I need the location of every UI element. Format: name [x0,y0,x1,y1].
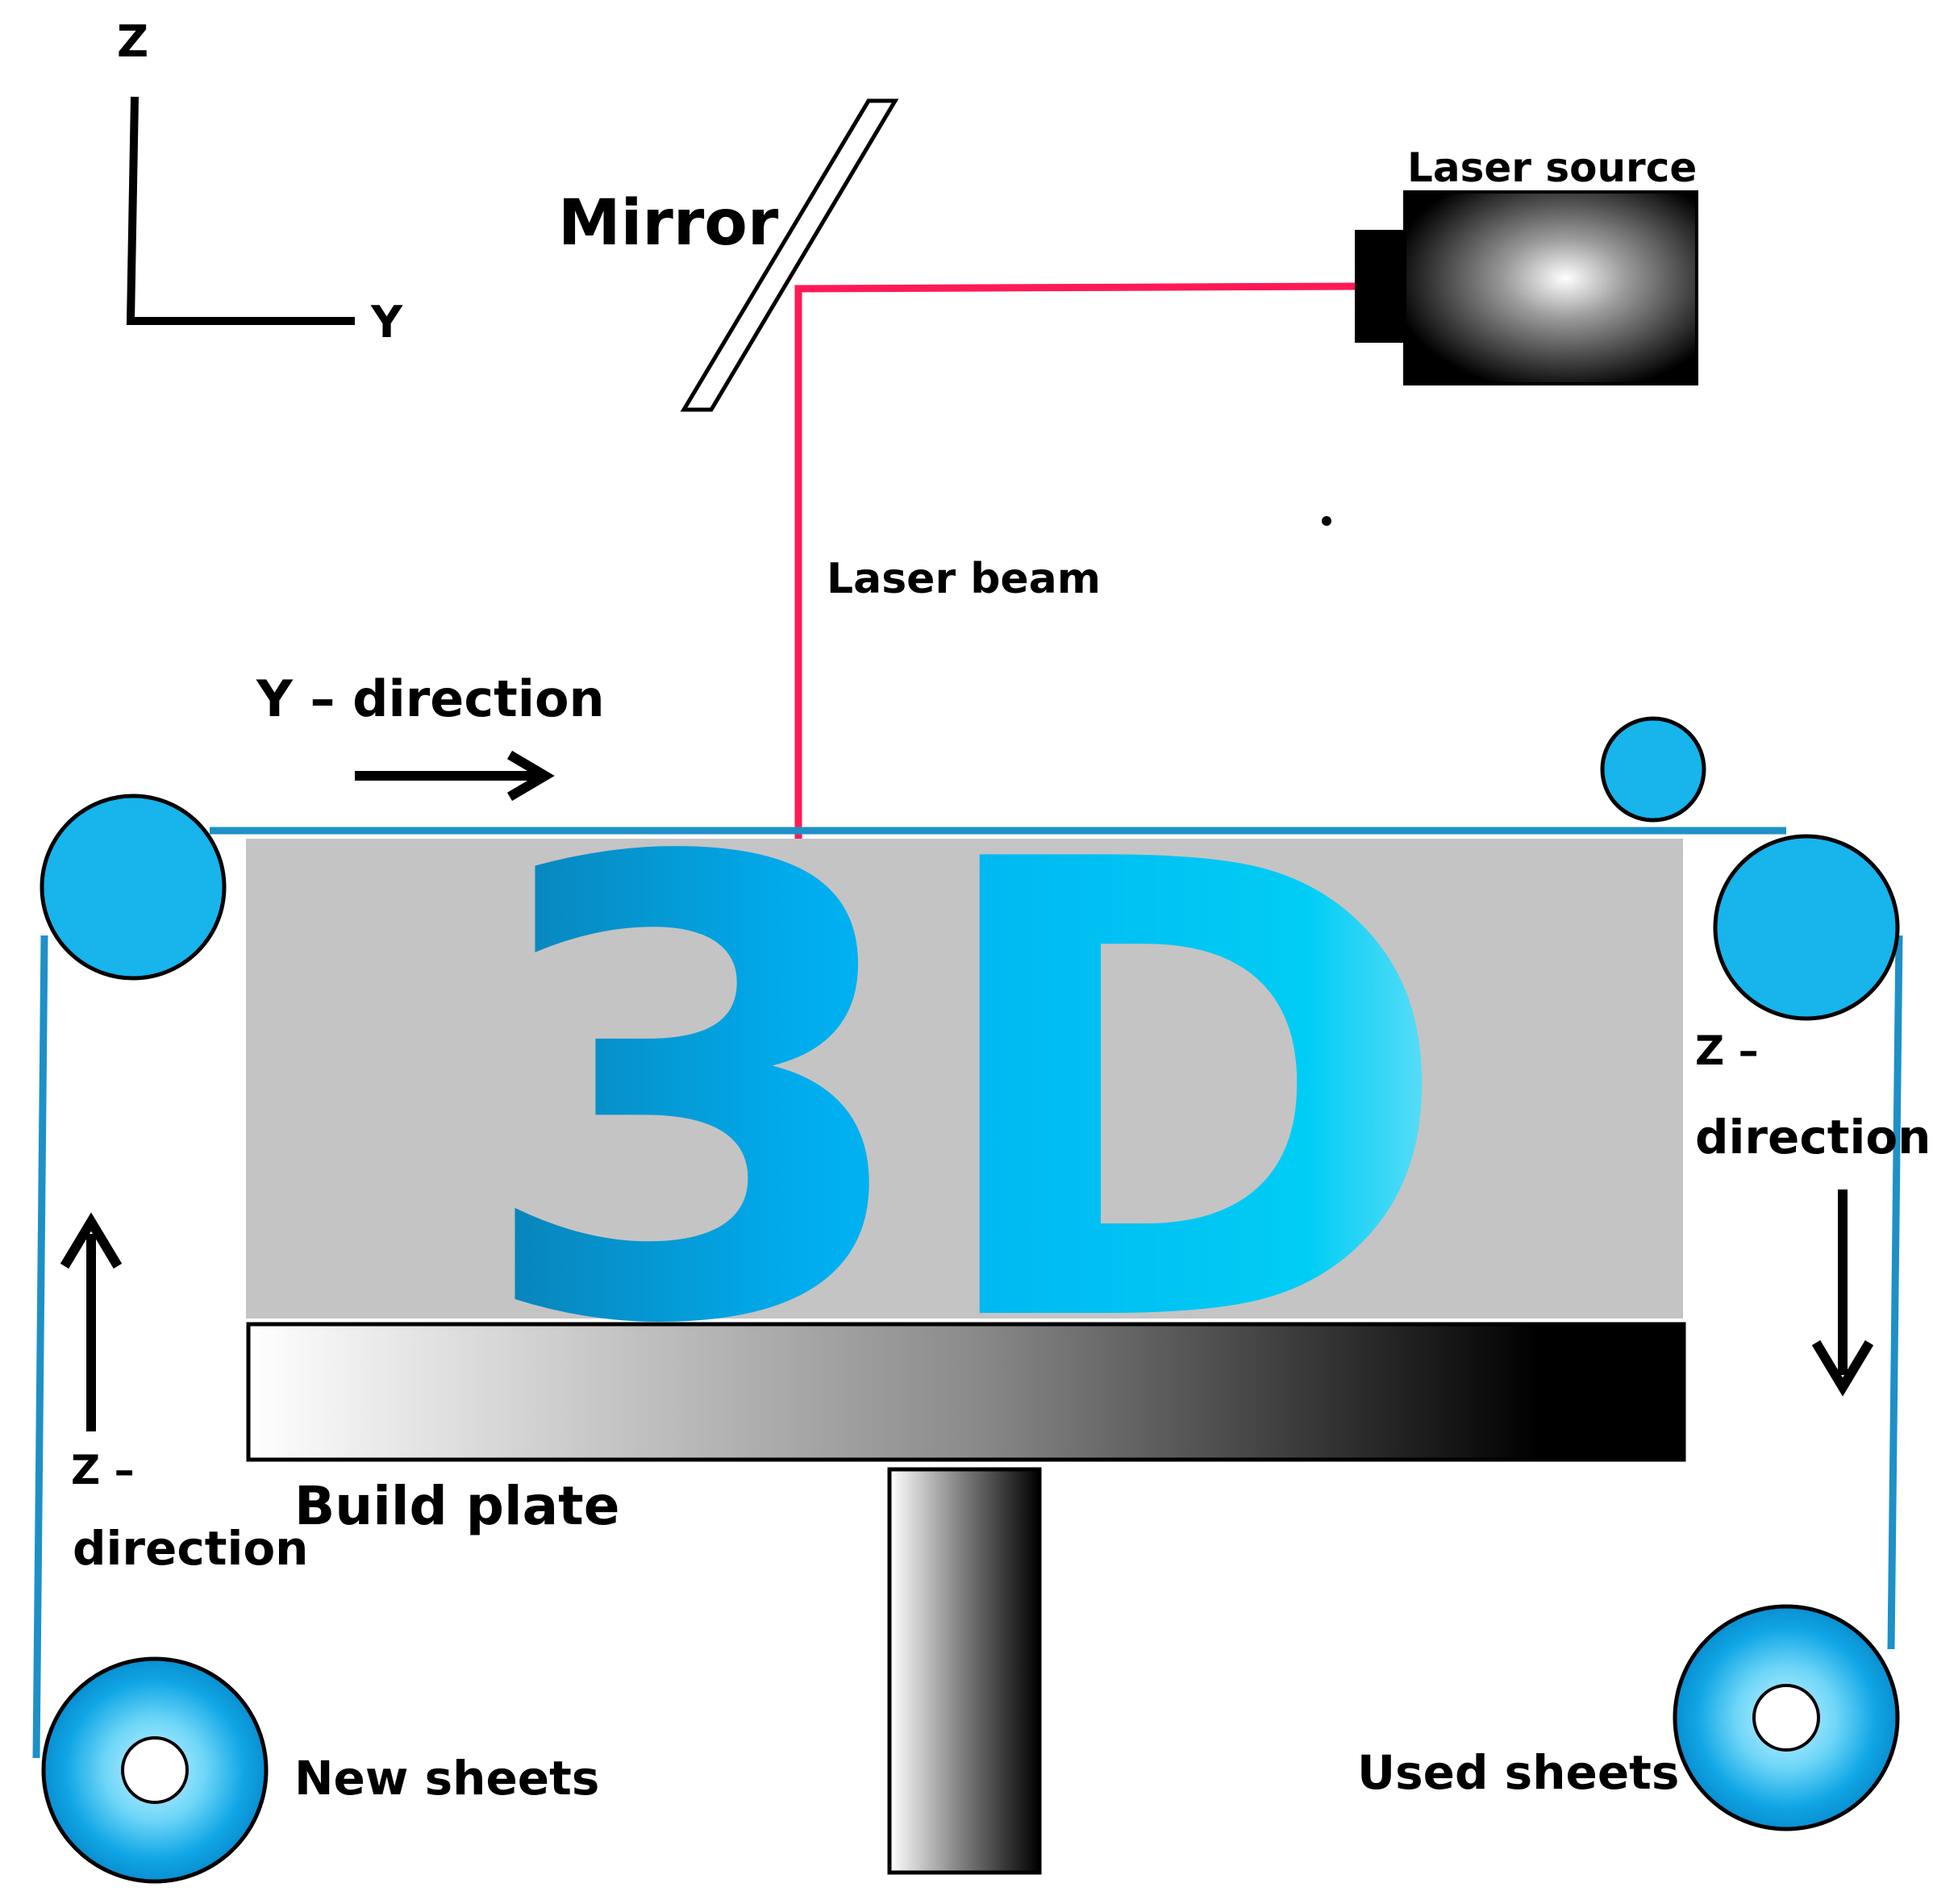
z-direction-left-line2: direction [73,1521,308,1576]
roller-right [1713,834,1900,1021]
y-axis-label: Y [370,297,403,348]
z-axis-label: Z [117,16,148,67]
mirror-label: Mirror [558,187,779,260]
roller-left [40,794,227,981]
axes-indicator: Z Y [117,16,403,348]
z-left-arrow-head [60,1212,123,1269]
laser-body [1403,190,1698,385]
laser-source: Laser source [1355,144,1698,385]
used-sheets-spool: Used sheets [1357,1604,1900,1831]
build-plate-label: Build plate [294,1475,619,1537]
used-sheets-label: Used sheets [1357,1745,1679,1800]
y-direction-arrow-head [506,750,555,802]
z-direction-left-line1: Z – [71,1447,135,1494]
sheet-left [32,935,48,1759]
sheet-feed [32,827,1903,1759]
mirror: Mirror [558,98,899,412]
used-sheets-hub [1752,1684,1820,1752]
laser-nozzle [1355,230,1405,343]
stray-dot [1322,516,1331,526]
build-plate-post [887,1467,1042,1875]
laser-beam-label: Laser beam [827,555,1101,603]
new-sheets-spool: New sheets [41,1656,599,1884]
z-direction-right: Z – direction [1695,1027,1931,1397]
pressure-roller [1600,716,1706,823]
build-plate: Build plate [246,1322,1686,1875]
laser-source-label: Laser source [1407,144,1697,191]
z-direction-left: Z – direction [60,1212,308,1576]
z-right-arrow-head [1811,1339,1874,1397]
y-direction-indicator: Y – direction [256,669,605,802]
z-direction-right-line2: direction [1695,1110,1931,1164]
part-block [246,839,1683,1319]
sheet-right [1887,935,1903,1650]
mirror-shape [680,98,899,412]
build-plate-shape [246,1322,1686,1462]
laser-beam: Laser beam [792,282,1356,857]
new-sheets-hub [121,1736,189,1804]
y-direction-label: Y – direction [256,669,605,728]
new-sheets-label: New sheets [294,1751,599,1806]
laser-beam-path [794,282,1356,851]
axis-lines [126,96,355,325]
z-direction-right-line1: Z – [1695,1027,1759,1074]
